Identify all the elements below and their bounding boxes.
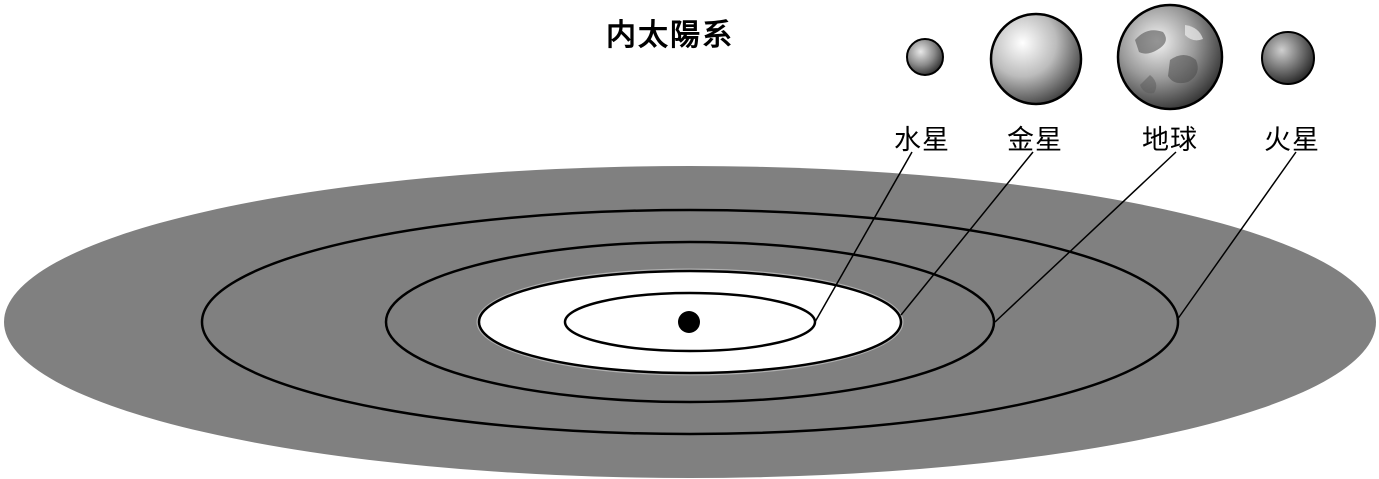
leader-line-earth bbox=[994, 151, 1177, 323]
diagram-title: 内太陽系 bbox=[606, 18, 734, 53]
earth-planet-image bbox=[1116, 3, 1224, 111]
leader-line-venus bbox=[900, 151, 1034, 316]
mars-planet-image bbox=[1261, 31, 1315, 85]
orbit-earth bbox=[384, 240, 996, 404]
venus-planet-image bbox=[989, 12, 1083, 106]
label-mars: 火星 bbox=[1264, 125, 1320, 156]
orbit-mars bbox=[200, 208, 1180, 436]
label-venus: 金星 bbox=[1007, 125, 1063, 156]
sun-dot bbox=[678, 311, 700, 333]
label-mercury: 水星 bbox=[894, 125, 950, 156]
leader-line-mars bbox=[1176, 151, 1297, 321]
mercury-planet-image bbox=[906, 38, 944, 76]
label-earth: 地球 bbox=[1142, 125, 1198, 156]
leader-line-mercury bbox=[814, 151, 913, 323]
orbit-venus bbox=[477, 269, 903, 375]
